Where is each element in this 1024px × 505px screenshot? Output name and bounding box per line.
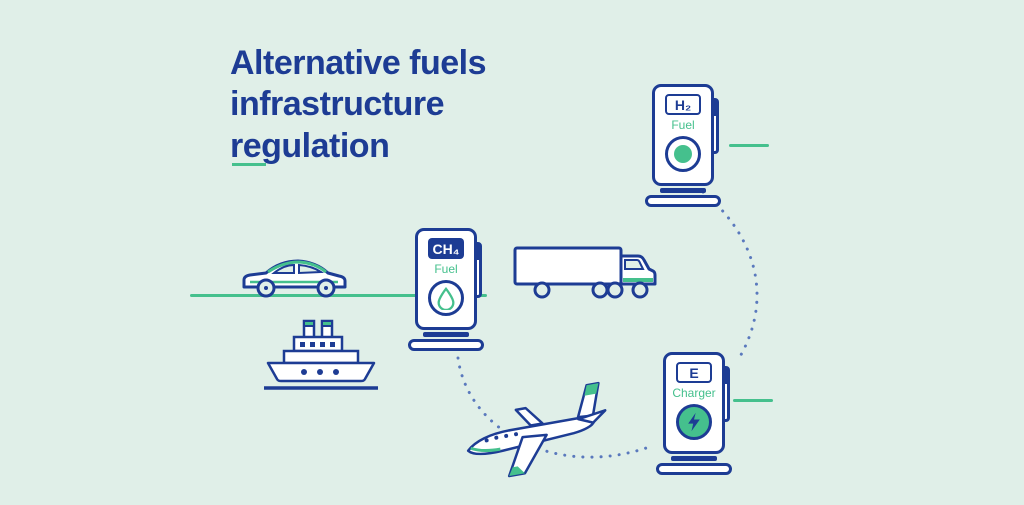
power-dot-icon — [665, 136, 701, 172]
page-title: Alternative fuels infrastructure regulat… — [230, 43, 487, 165]
e-station-foot — [671, 456, 717, 461]
h2-fuel-station: H₂ Fuel — [645, 84, 721, 207]
ch4-label: CH₄ — [428, 238, 464, 259]
title-underline — [232, 163, 266, 166]
h2-station-base — [645, 195, 721, 207]
e-station-base — [656, 463, 732, 475]
truck-icon — [513, 246, 657, 299]
e-label: E — [676, 362, 712, 383]
e-charger-station: E Charger — [656, 352, 732, 475]
ch4-station-foot — [423, 332, 469, 337]
h2-label: H₂ — [665, 94, 701, 115]
airplane-icon — [466, 381, 607, 478]
h2-station-body: H₂ Fuel — [652, 84, 714, 186]
e-station-body: E Charger — [663, 352, 725, 454]
right-top-line — [729, 144, 769, 147]
lightning-icon — [676, 404, 712, 440]
h2-station-foot — [660, 188, 706, 193]
ch4-fuel-station: CH₄ Fuel — [408, 228, 484, 351]
e-type-label: Charger — [672, 386, 716, 400]
ch4-type-label: Fuel — [434, 262, 458, 276]
car-icon — [242, 259, 347, 298]
ch4-station-body: CH₄ Fuel — [415, 228, 477, 330]
dotted-arc-h2-to-e — [701, 190, 759, 362]
droplet-icon — [428, 280, 464, 316]
right-bottom-line — [733, 399, 773, 402]
ch4-station-base — [408, 339, 484, 351]
ship-icon — [264, 319, 378, 390]
road-line — [190, 294, 487, 297]
h2-type-label: Fuel — [671, 118, 695, 132]
power-dot-inner — [674, 145, 692, 163]
